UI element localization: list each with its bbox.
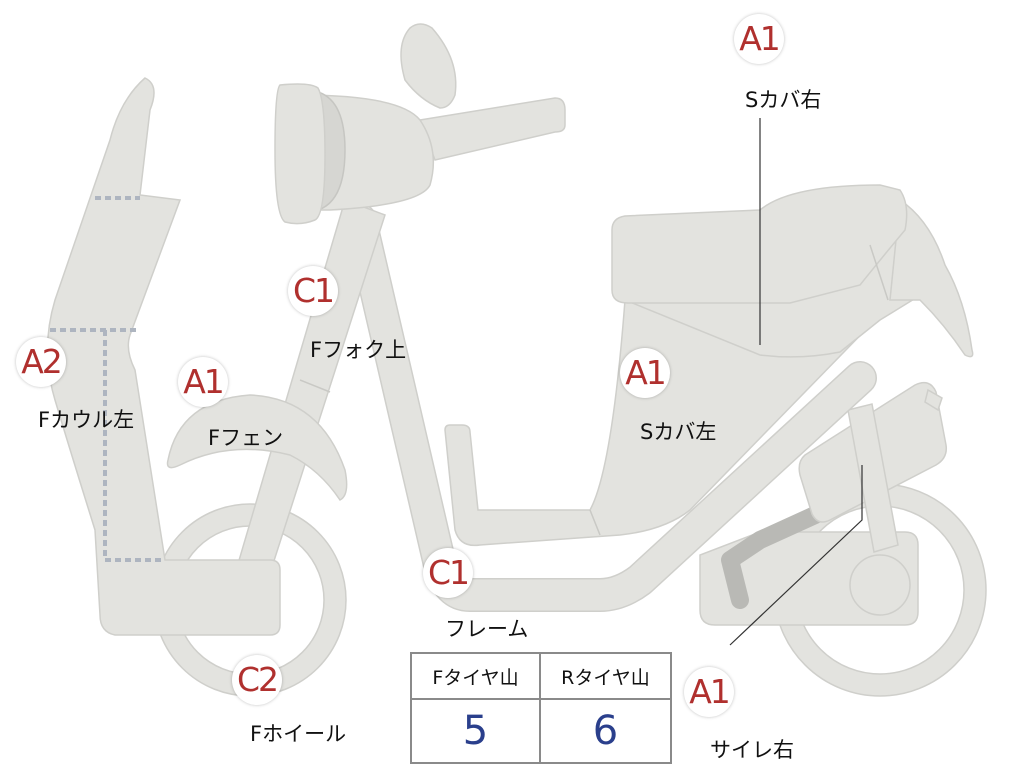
badge-f-cowl-left: A2 [16, 337, 66, 387]
badge-s-cover-left: A1 [620, 348, 670, 398]
badge-f-wheel: C2 [232, 655, 282, 705]
leader-lines [729, 118, 863, 646]
rear-tire-header: Rタイヤ山 [541, 654, 670, 700]
rear-tire-value: 6 [592, 708, 619, 754]
label-s-cover-left: Sカバ左 [640, 420, 717, 444]
label-side-right: サイレ右 [710, 738, 794, 762]
label-f-wheel: Fホイール [250, 722, 347, 746]
front-tire-header: Fタイヤ山 [412, 654, 541, 700]
front-fender [166, 394, 348, 501]
floor-panel [444, 299, 886, 547]
leader-side-right [729, 465, 863, 646]
rear-body [611, 184, 974, 358]
label-f-fender: Fフェン [208, 426, 284, 450]
label-s-cover-right: Sカバ右 [745, 88, 822, 112]
badge-side-right: A1 [684, 667, 734, 717]
badge-s-cover-right: A1 [734, 14, 784, 64]
badge-frame: C1 [423, 548, 473, 598]
label-f-fork-upper: Fフォク上 [310, 338, 407, 362]
badge-f-fender: A1 [178, 357, 228, 407]
front-cowl [46, 77, 281, 636]
tire-tread-table: Fタイヤ山 Rタイヤ山 5 6 [410, 652, 672, 764]
label-f-cowl-left: Fカウル左 [38, 408, 135, 432]
engine-unit [699, 381, 948, 626]
front-tire-value: 5 [412, 700, 541, 762]
badge-f-fork-upper: C1 [288, 266, 338, 316]
label-frame: フレーム [445, 617, 529, 641]
handlebar-assembly [274, 23, 566, 225]
